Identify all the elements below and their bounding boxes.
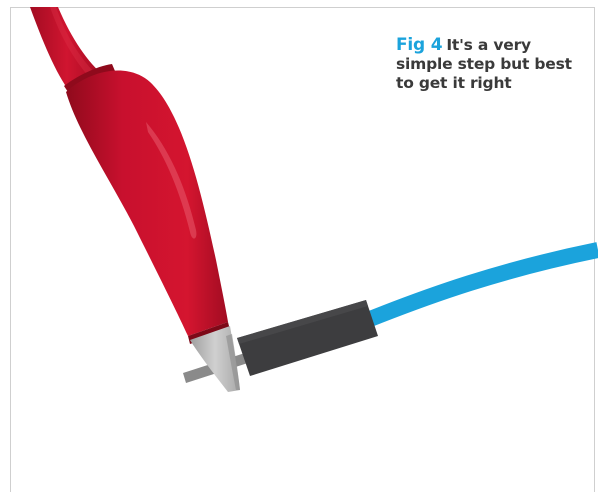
jumper-wire-icon — [183, 250, 598, 383]
clip-boot — [66, 71, 228, 336]
blue-wire — [365, 250, 598, 321]
figure-label: Fig 4 — [396, 35, 442, 55]
crocodile-clip-icon — [30, 7, 240, 392]
